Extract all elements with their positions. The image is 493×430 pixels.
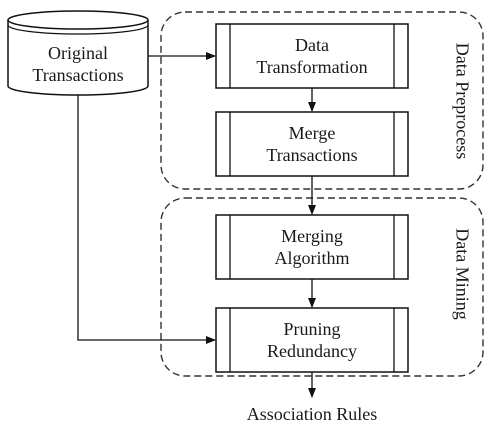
merge-transactions-line2: Transactions [266,145,358,165]
pruning-redundancy-line2: Redundancy [267,341,357,361]
original-transactions-line2: Transactions [32,65,124,85]
merging-algorithm-line2: Algorithm [274,248,350,268]
group-data-preprocess [160,11,484,190]
pruning-redundancy-box [215,307,409,373]
original-transactions-line1: Original [48,43,108,63]
pruning-redundancy-label: Pruning Redundancy [230,318,394,362]
original-transactions-database-icon [7,10,149,96]
pruning-redundancy-line1: Pruning [283,319,341,339]
merging-algorithm-box [215,214,409,280]
merging-algorithm-label: Merging Algorithm [230,225,394,269]
merging-algorithm-line1: Merging [281,226,343,246]
merge-transactions-box [215,111,409,177]
merge-transactions-line1: Merge [288,123,336,143]
association-rules-label: Association Rules [246,404,378,424]
data-transformation-line1: Data [295,35,329,55]
original-transactions-label: Original Transactions [8,42,148,86]
data-transformation-line2: Transformation [256,57,368,77]
data-preprocess-group-label: Data Preprocess [452,42,473,160]
arrow-original-to-pruning [77,95,216,344]
data-mining-group-label: Data Mining [452,228,473,320]
data-transformation-label: Data Transformation [230,34,394,78]
group-data-mining [160,197,484,377]
merge-transactions-label: Merge Transactions [230,122,394,166]
